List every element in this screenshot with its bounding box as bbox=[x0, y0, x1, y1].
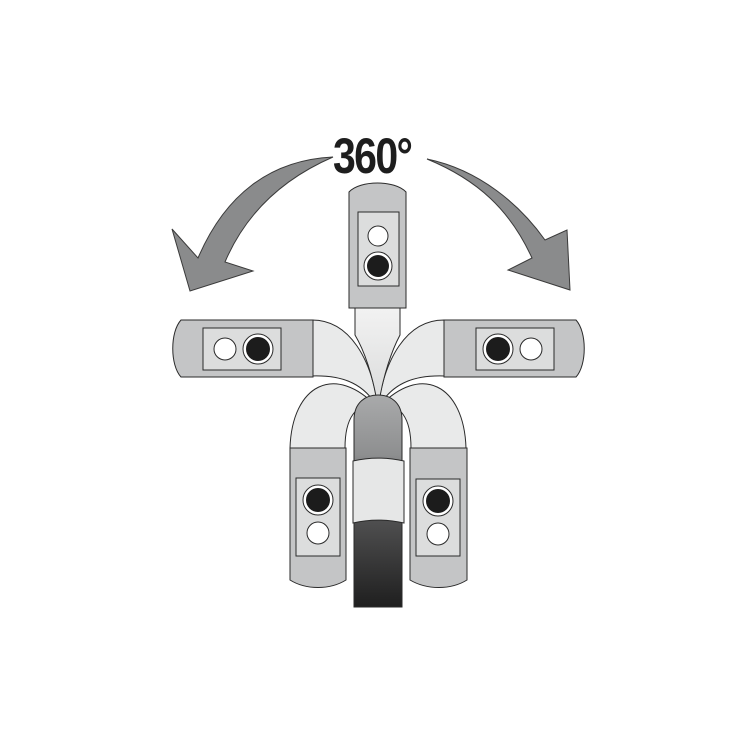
lens-dark-icon bbox=[306, 488, 330, 512]
camera-head-left bbox=[172, 319, 314, 378]
camera-head-bottom-right bbox=[409, 447, 468, 588]
lens-dark-icon bbox=[367, 255, 389, 277]
camera-head-top bbox=[348, 182, 407, 309]
flex-neck-bottom bbox=[289, 383, 467, 449]
rotate-left-arrow-icon bbox=[171, 156, 334, 292]
insertion-cable bbox=[352, 394, 405, 608]
lens-light-icon bbox=[213, 337, 237, 361]
rotate-right-arrow-icon bbox=[426, 158, 571, 291]
lens-dark-icon bbox=[246, 337, 270, 361]
lens-light-icon bbox=[426, 522, 450, 546]
camera-head-right bbox=[443, 319, 585, 378]
flex-neck-sides bbox=[311, 307, 445, 409]
lens-dark-icon bbox=[486, 337, 510, 361]
lens-light-icon bbox=[367, 225, 389, 247]
lens-dark-icon bbox=[426, 489, 450, 513]
camera-head-bottom-left bbox=[289, 447, 347, 588]
lens-light-icon bbox=[519, 337, 543, 361]
rotation-degree-label: 360° bbox=[333, 128, 413, 184]
cable-sleeve bbox=[352, 457, 405, 524]
lens-light-icon bbox=[306, 521, 330, 545]
